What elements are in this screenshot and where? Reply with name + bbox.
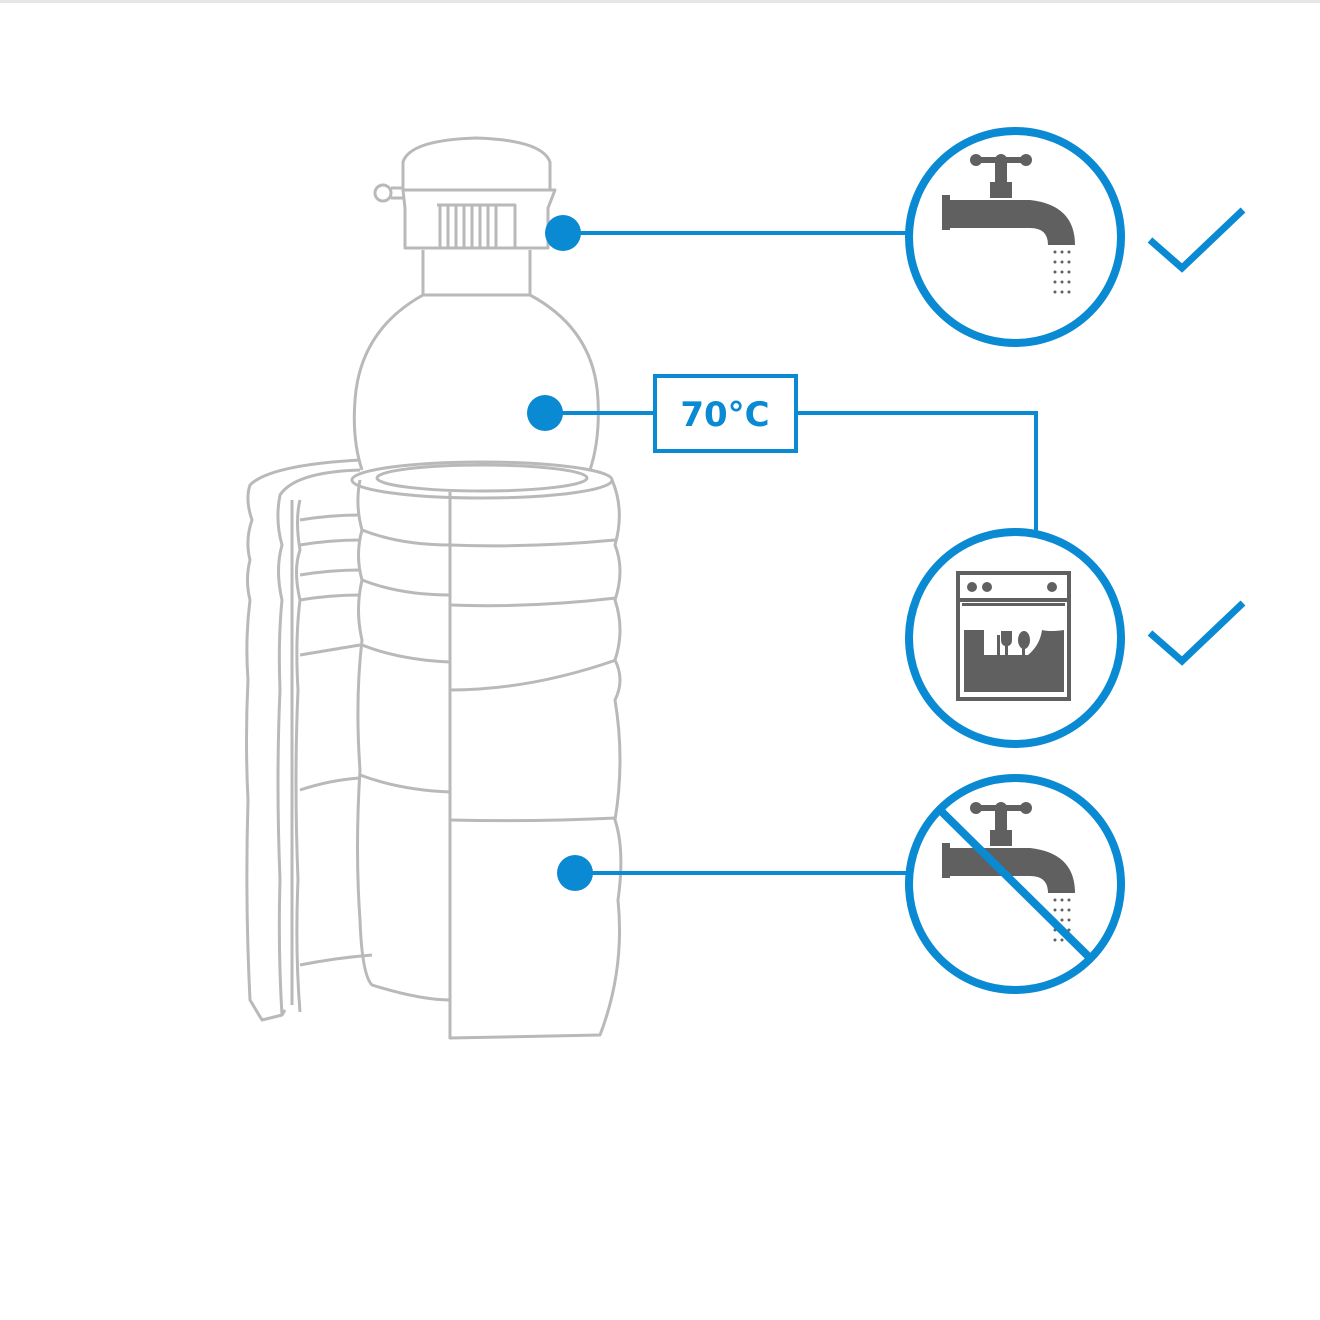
sleeve-front	[448, 479, 623, 1040]
sleeve-back	[245, 458, 361, 1022]
top-divider	[0, 0, 1320, 3]
check-icon	[1147, 207, 1246, 273]
callout-sleeve	[557, 855, 910, 891]
bottle-cap	[401, 136, 552, 192]
temperature-label: 70°C	[680, 395, 769, 435]
tap-water-icon	[905, 127, 1125, 347]
dishwasher-icon	[905, 528, 1125, 748]
no-tap-water-icon	[905, 774, 1125, 994]
check-icon	[1147, 600, 1246, 666]
callout-cap	[545, 215, 910, 251]
prohibited-slash	[937, 807, 1093, 961]
bottle-illustration	[245, 136, 623, 1040]
bottle-body	[352, 250, 600, 471]
callout-bottle	[527, 374, 1038, 532]
